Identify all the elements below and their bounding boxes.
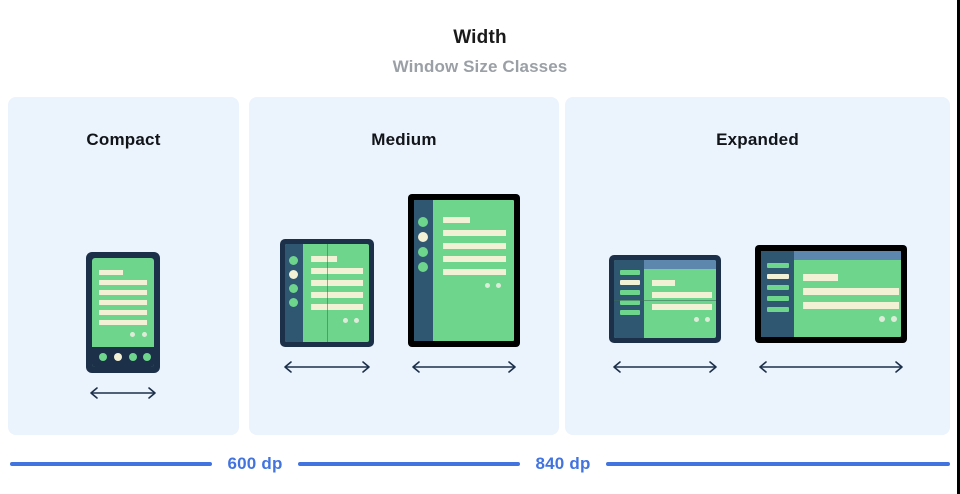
content-line: [443, 269, 506, 275]
content-line: [99, 310, 147, 315]
content-line: [443, 230, 506, 236]
page-subtitle: Window Size Classes: [392, 57, 568, 76]
content-line: [311, 280, 363, 286]
foldable-screen: [285, 244, 369, 342]
fold-crease: [614, 300, 716, 301]
rail-dot: [289, 298, 298, 307]
ruler-segment-medium: [298, 462, 520, 466]
rail-dot: [418, 247, 428, 257]
panel-compact-stage: [8, 167, 239, 435]
rail-dot: [289, 256, 298, 265]
content-line: [652, 292, 712, 298]
rail-dot: [289, 284, 298, 293]
width-arrow-foldable-landscape: [609, 359, 721, 375]
content-line-short: [652, 280, 675, 286]
content-line: [99, 280, 147, 285]
content-dot: [496, 283, 501, 288]
foldable-screen: [614, 260, 716, 338]
nav-dot: [143, 353, 151, 361]
breakpoint-label-600dp: 600 dp: [227, 454, 283, 473]
navigation-rail: [614, 260, 644, 338]
panel-expanded: Expanded: [565, 97, 950, 435]
rail-dot-active: [289, 270, 298, 279]
rail-dot: [418, 217, 428, 227]
content-dot: [142, 332, 147, 337]
rail-bar: [767, 307, 789, 312]
content-line: [99, 290, 147, 295]
device-phone-portrait: [86, 252, 160, 373]
rail-bar: [767, 263, 789, 268]
nav-dot: [129, 353, 137, 361]
tablet-screen: [414, 200, 514, 341]
nav-dot: [99, 353, 107, 361]
navigation-rail: [761, 251, 794, 337]
rail-bar-active: [767, 274, 789, 279]
phone-bottom-nav: [92, 347, 154, 367]
content-line: [803, 302, 899, 309]
device-foldable-unfolded-landscape: [609, 255, 721, 343]
nav-dot-active: [114, 353, 122, 361]
width-arrow-foldable-portrait: [280, 359, 374, 375]
content-line: [311, 304, 363, 310]
fold-crease: [327, 244, 328, 342]
panel-compact: Compact: [8, 97, 239, 435]
header: Width Window Size Classes: [0, 0, 960, 95]
content-dot: [879, 316, 885, 322]
content-dot: [354, 318, 359, 323]
app-top-bar: [644, 260, 716, 269]
content-line: [652, 304, 712, 310]
content-line: [311, 292, 363, 298]
device-foldable-unfolded-portrait: [280, 239, 374, 347]
content-dot: [130, 332, 135, 337]
panel-medium: Medium: [249, 97, 559, 435]
content-line-short: [443, 217, 470, 223]
panel-title-compact: Compact: [86, 130, 161, 149]
rail-bar: [620, 270, 640, 275]
navigation-rail: [285, 244, 303, 342]
panel-title-medium: Medium: [371, 130, 437, 149]
rail-bar: [767, 296, 789, 301]
right-edge-border: [957, 0, 960, 494]
content-line: [311, 268, 363, 274]
ruler-segment-compact: [10, 462, 212, 466]
width-arrow-tablet-landscape: [755, 359, 907, 375]
rail-bar-active: [620, 280, 640, 285]
breakpoint-rulers: 600 dp 840 dp: [0, 450, 960, 484]
content-dot: [485, 283, 490, 288]
page-title: Width: [453, 27, 507, 48]
width-arrow-phone: [86, 385, 160, 401]
size-class-panels: Compact: [8, 97, 950, 435]
content-line: [99, 320, 147, 325]
navigation-rail: [414, 200, 433, 341]
rail-dot: [418, 262, 428, 272]
tablet-screen: [761, 251, 901, 337]
device-tablet-landscape: [755, 245, 907, 343]
rail-bar: [620, 300, 640, 305]
content-dot: [705, 317, 710, 322]
device-tablet-portrait: [408, 194, 520, 347]
content-line: [443, 243, 506, 249]
content-line-short: [803, 274, 838, 281]
content-line-short: [99, 270, 123, 275]
breakpoint-label-840dp: 840 dp: [535, 454, 591, 473]
panel-expanded-stage: [565, 167, 950, 435]
app-top-bar: [794, 251, 901, 260]
content-line: [99, 300, 147, 305]
panel-title-expanded: Expanded: [716, 130, 799, 149]
ruler-segment-expanded: [606, 462, 950, 466]
rail-dot-active: [418, 232, 428, 242]
rail-bar: [620, 310, 640, 315]
content-dot: [694, 317, 699, 322]
phone-screen: [92, 258, 154, 367]
content-dot: [343, 318, 348, 323]
rail-bar: [620, 290, 640, 295]
rail-bar: [767, 285, 789, 290]
content-line: [443, 256, 506, 262]
panel-medium-stage: [249, 167, 559, 435]
content-line: [803, 288, 899, 295]
content-line-short: [311, 256, 337, 262]
width-arrow-tablet-portrait: [408, 359, 520, 375]
content-dot: [891, 316, 897, 322]
